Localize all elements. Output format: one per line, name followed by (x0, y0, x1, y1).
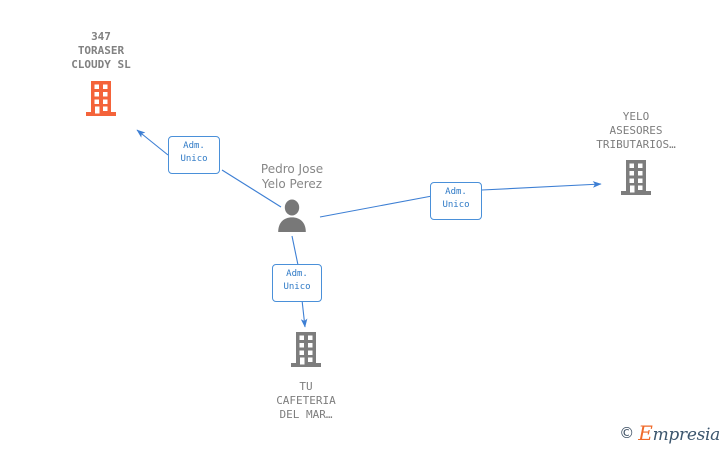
edge-badge-line-1: Adm. (183, 141, 205, 151)
empresia-brand: Empresia (638, 423, 720, 444)
node-company-toraser-label: 347 TORASER CLOUDY SL (71, 30, 131, 71)
building-icon (36, 72, 166, 123)
empresia-brand-rest: mpresia (652, 425, 721, 445)
node-company-yelo[interactable]: YELO ASESORES TRIBUTARIOS… (566, 110, 706, 202)
empresia-brand-initial: E (638, 421, 653, 445)
node-company-cafeteria-label: TU CAFETERIA DEL MAR… (276, 380, 336, 421)
node-company-yelo-label: YELO ASESORES TRIBUTARIOS… (596, 110, 676, 151)
edge-badge-line-1: Adm. (445, 187, 467, 197)
edge-badge-line-1: Adm. (286, 269, 308, 279)
node-company-cafeteria[interactable]: TU CAFETERIA DEL MAR… (241, 330, 371, 422)
edge-badge-adm-unico-cafeteria[interactable]: Adm. Unico (272, 264, 322, 302)
edge-badge-line-2: Unico (442, 200, 470, 210)
edge-badge-adm-unico-yelo[interactable]: Adm. Unico (430, 182, 482, 220)
building-icon (566, 152, 706, 202)
node-person-label: Pedro Jose Yelo Perez (260, 162, 324, 191)
copyright-icon: © (619, 424, 635, 442)
edge-badge-line-2: Unico (283, 282, 311, 292)
node-company-toraser[interactable]: 347 TORASER CLOUDY SL (36, 30, 166, 123)
building-icon (241, 330, 371, 374)
empresia-watermark: © Empresia (619, 423, 720, 444)
node-person-pedro-jose-yelo-perez[interactable]: Pedro Jose Yelo Perez (232, 162, 352, 238)
edge-badge-line-2: Unico (180, 154, 208, 164)
person-icon (232, 192, 352, 238)
edge-badge-adm-unico-toraser[interactable]: Adm. Unico (168, 136, 220, 174)
